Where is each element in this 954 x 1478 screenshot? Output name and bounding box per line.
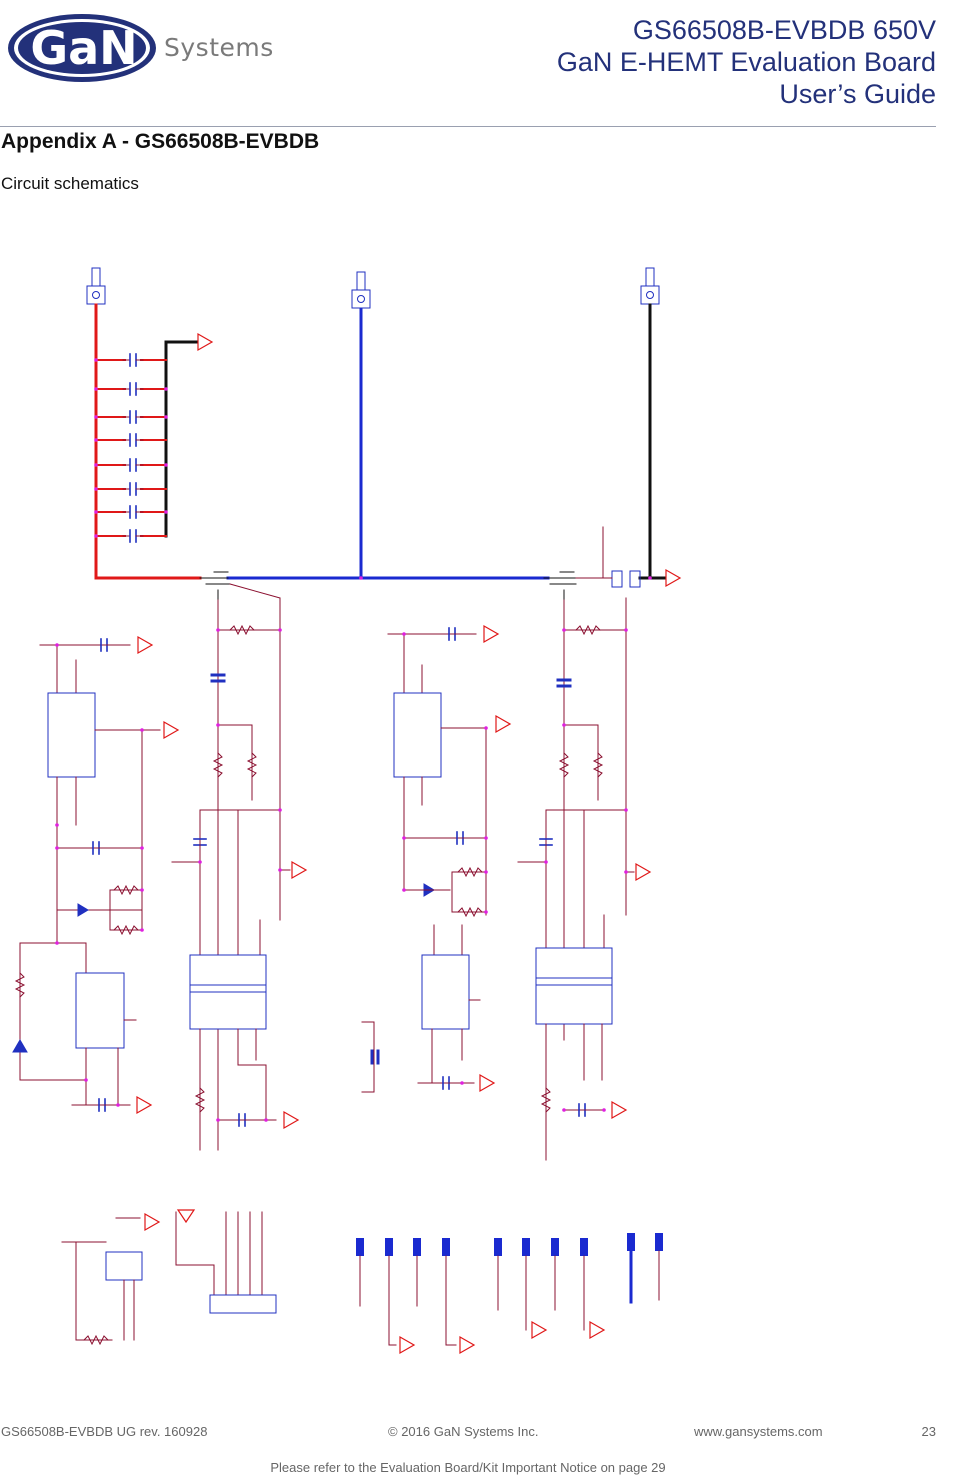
logo-systems-text: Systems — [164, 33, 274, 62]
logo-wordmark: GaN — [30, 21, 137, 75]
document-header: GS66508B-EVBDB 650V GaN E-HEMT Evaluatio… — [557, 14, 936, 110]
section-subtitle: Circuit schematics — [1, 174, 139, 193]
auxiliary-circuits — [61, 1209, 277, 1345]
ground-bus — [164, 333, 213, 538]
low-side-transistor — [543, 571, 613, 601]
isolated-supply-low — [361, 625, 511, 1093]
footer-copyright: © 2016 GaN Systems Inc. — [388, 1424, 539, 1439]
footer-website[interactable]: www.gansystems.com — [694, 1424, 823, 1439]
bulk-capacitor-bank — [95, 353, 167, 543]
gnd-jack — [640, 267, 660, 305]
circuit-schematic — [12, 267, 681, 1354]
footer-notice: Please refer to the Evaluation Board/Kit… — [270, 1460, 666, 1475]
high-side-gate-drive — [171, 597, 307, 1151]
switch-node — [226, 308, 550, 580]
header-line-2: GaN E-HEMT Evaluation Board — [556, 47, 936, 77]
test-points — [356, 1233, 663, 1354]
vin-rail — [94, 303, 202, 580]
header-line-3: User’s Guide — [779, 79, 936, 109]
header-line-1: GS66508B-EVBDB 650V — [632, 15, 936, 45]
gan-systems-logo: GaN — [8, 14, 156, 82]
footer-document-id: GS66508B-EVBDB UG rev. 160928 — [1, 1424, 208, 1439]
ground-return — [602, 303, 681, 588]
header-divider — [0, 126, 936, 127]
sw-jack — [351, 271, 371, 309]
isolated-supply-high — [12, 636, 179, 1114]
high-side-transistor — [199, 571, 281, 601]
footer-page-number: 23 — [921, 1424, 936, 1439]
section-title: Appendix A - GS66508B-EVBDB — [1, 130, 320, 153]
vin-jack — [86, 267, 106, 305]
low-side-gate-drive — [517, 597, 651, 1161]
junction-dots — [55, 358, 652, 1122]
